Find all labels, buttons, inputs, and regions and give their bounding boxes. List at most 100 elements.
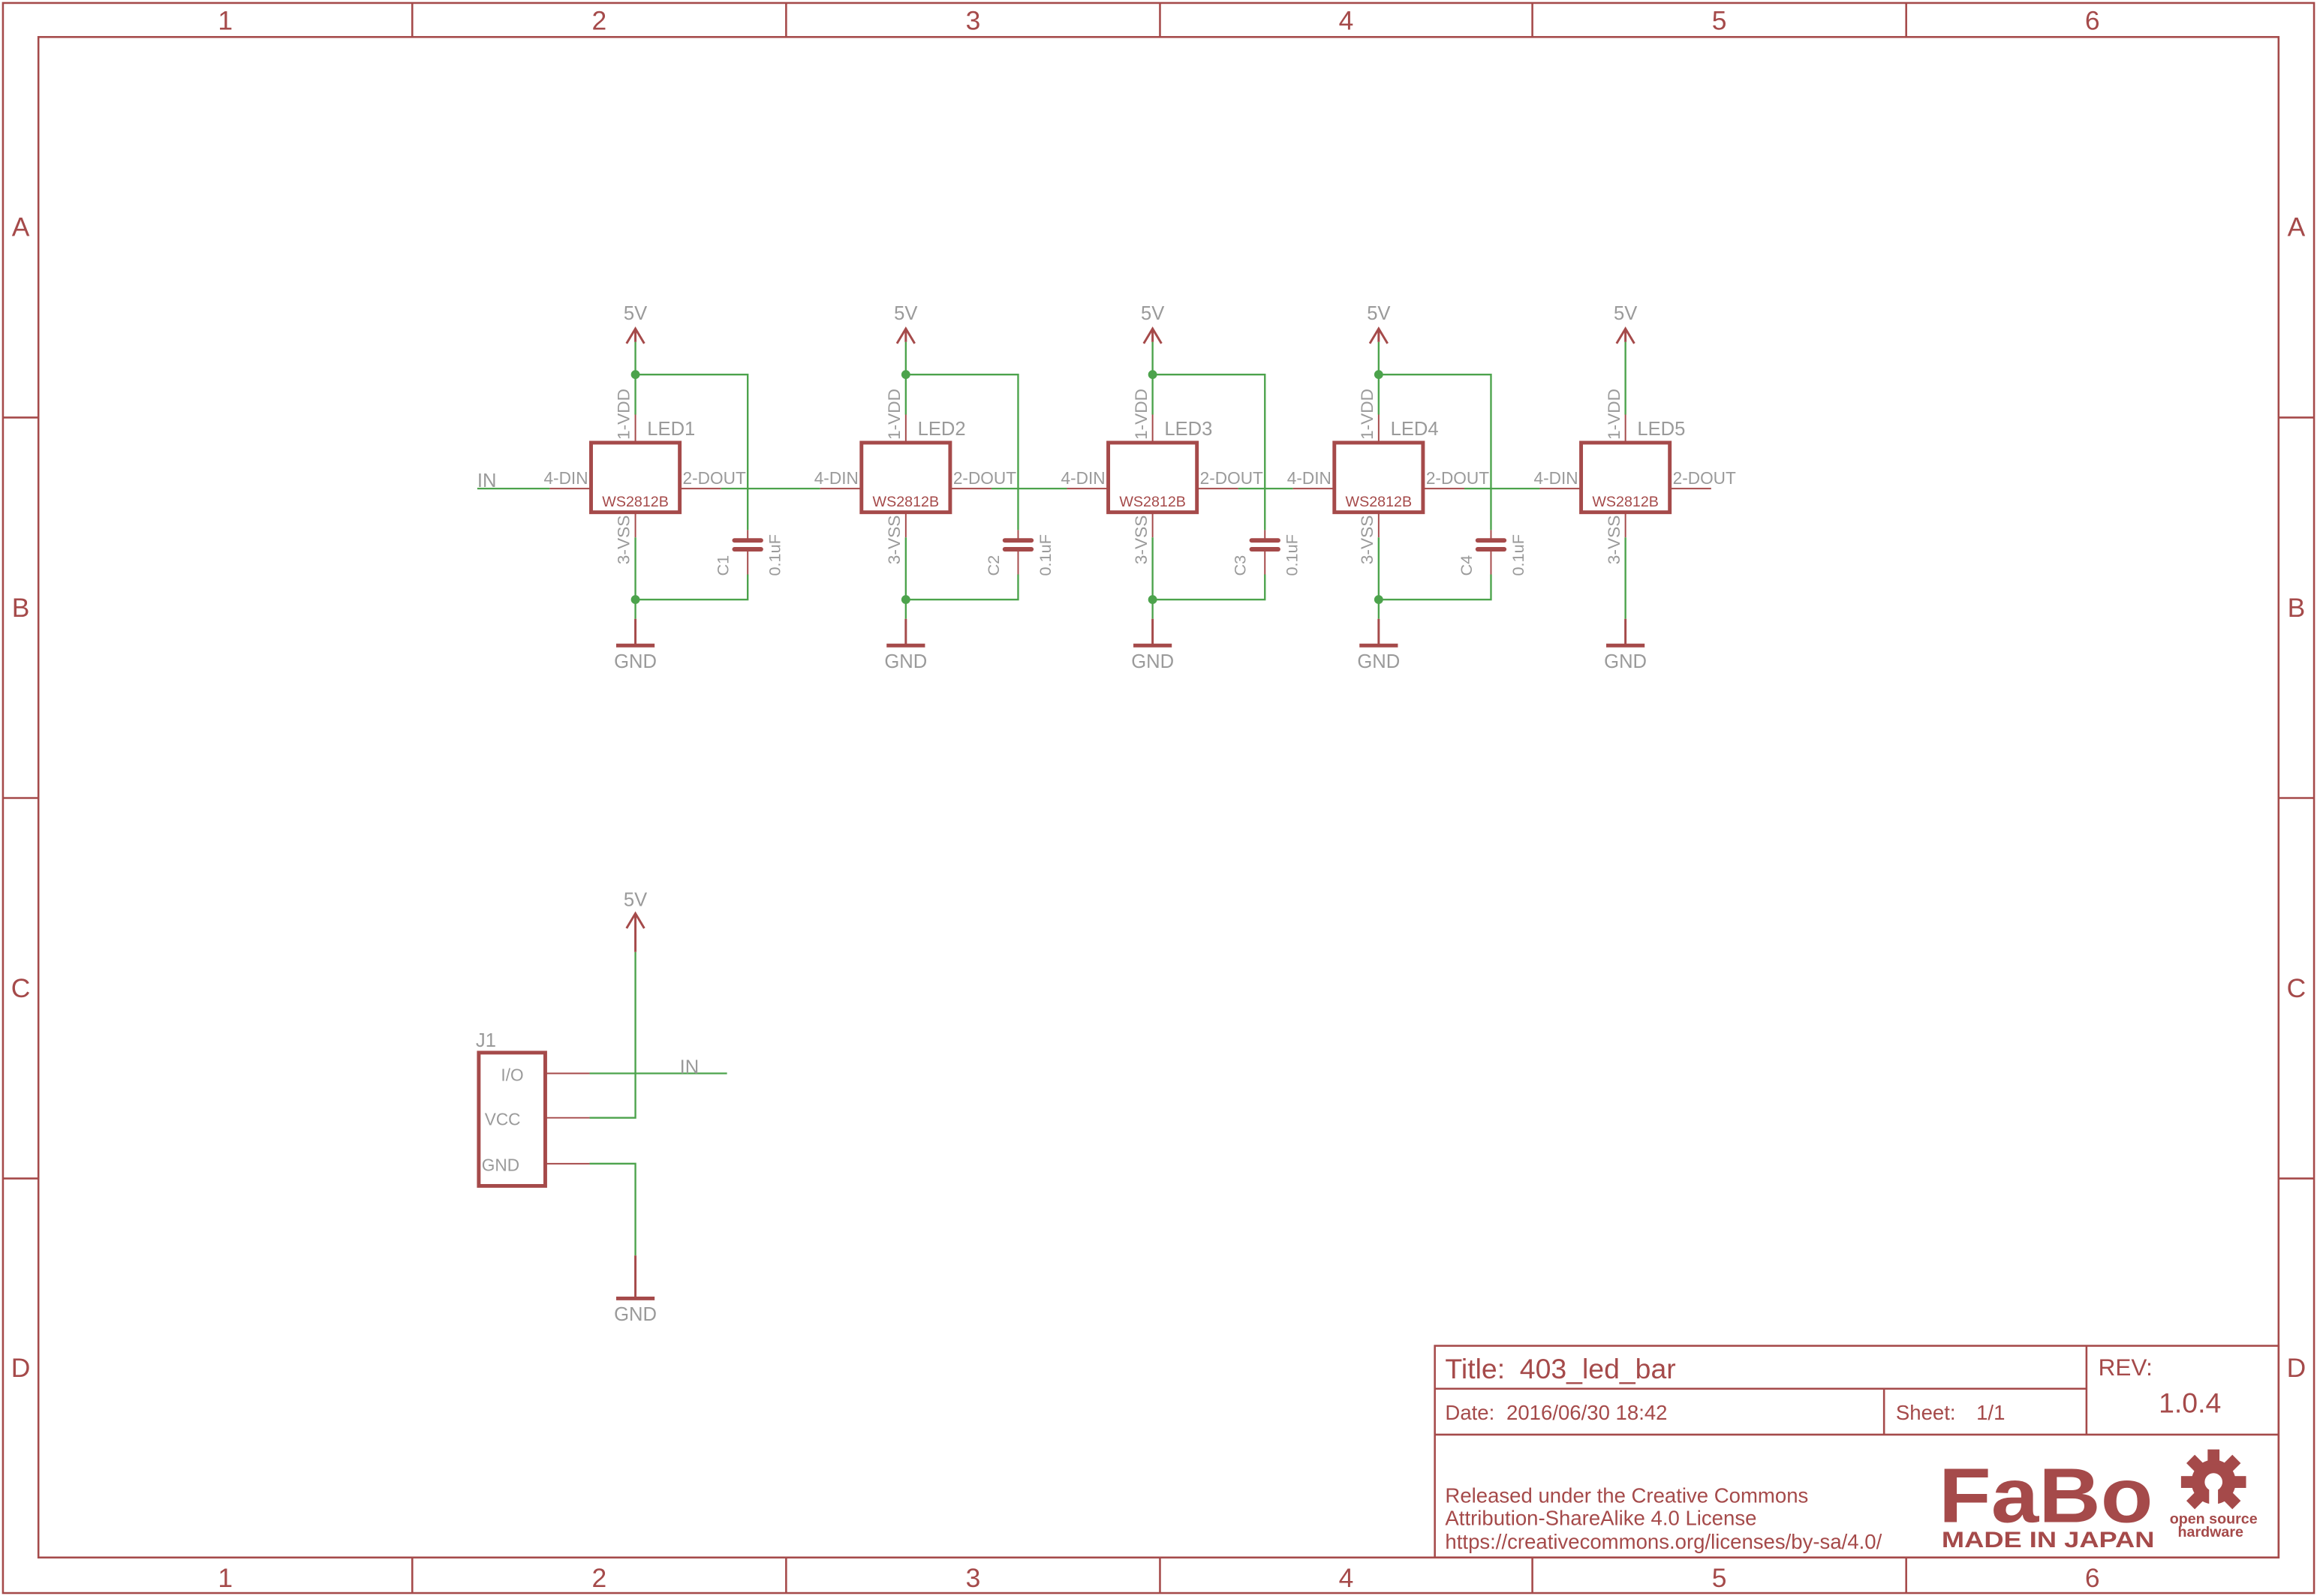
net-label-5v: 5V — [894, 303, 917, 324]
column-label: 2 — [591, 5, 606, 35]
cap-power-wire — [635, 374, 749, 530]
led-part-number: WS2812B — [1119, 494, 1186, 510]
pin-label-vss: 3-VSS — [884, 515, 904, 565]
pin-label-vdd: 1-VDD — [1131, 389, 1151, 440]
pin-label-din: 4-DIN — [1534, 468, 1578, 488]
rev-label: REV: — [2099, 1354, 2153, 1381]
pin-label-vss: 3-VSS — [1357, 515, 1377, 565]
led-part-number: WS2812B — [1346, 494, 1413, 510]
sheet-title: 403_led_bar — [1520, 1353, 1676, 1384]
connector-pin-vcc: VCC — [485, 1110, 521, 1129]
power-arrow-icon — [1142, 326, 1163, 344]
row-label: B — [2288, 593, 2306, 623]
junction-dot — [901, 595, 910, 605]
cap-value: 0.1uF — [1509, 534, 1527, 576]
pin-label-vdd: 1-VDD — [1604, 389, 1623, 440]
junction-dot — [901, 370, 910, 380]
cap-value: 0.1uF — [766, 534, 784, 576]
net-label-5v: 5V — [1141, 303, 1164, 324]
made-in-japan-text: MADE IN JAPAN — [1942, 1528, 2155, 1552]
led-body — [1106, 440, 1199, 515]
fabo-logo: FaBo MADE IN JAPAN — [1939, 1452, 2154, 1552]
led-reference: LED4 — [1391, 419, 1439, 440]
junction-dot — [630, 370, 640, 380]
net-label-in: IN — [680, 1056, 700, 1078]
license-url[interactable]: https://creativecommons.org/licenses/by-… — [1445, 1530, 1882, 1553]
junction-dot — [630, 595, 640, 605]
pin-label-din: 4-DIN — [814, 468, 859, 488]
rev-value: 1.0.4 — [2159, 1387, 2221, 1418]
cap-ground-wire — [1378, 574, 1492, 601]
pin-label-dout: 2-DOUT — [953, 468, 1016, 488]
cap-reference: C4 — [1457, 555, 1476, 576]
led-4[interactable]: 5V GND WS2812B LED4 4-DIN 2-DOUT 1-VDD 3-VSS C4 0… — [1238, 303, 1527, 672]
pin-label-din: 4-DIN — [543, 468, 588, 488]
net-label-gnd: GND — [884, 651, 927, 672]
row-label: C — [2287, 973, 2306, 1003]
column-label: 2 — [591, 1563, 606, 1593]
row-label: D — [11, 1353, 31, 1383]
sheet-label: Sheet: — [1896, 1401, 1956, 1424]
pin-label-vdd: 1-VDD — [614, 389, 633, 440]
junction-dot — [1148, 595, 1157, 605]
cap-ground-wire — [1152, 574, 1266, 601]
led-reference: LED3 — [1164, 419, 1212, 440]
pin-label-dout: 2-DOUT — [1426, 468, 1489, 488]
cap-ground-wire — [635, 574, 749, 601]
power-arrow-icon — [1368, 326, 1389, 344]
pin-label-dout: 2-DOUT — [1673, 468, 1736, 488]
pin-label-dout: 2-DOUT — [1200, 468, 1263, 488]
pin-label-vdd: 1-VDD — [1357, 389, 1377, 440]
led-body — [859, 440, 952, 515]
row-label: D — [2287, 1353, 2306, 1383]
cap-value: 0.1uF — [1283, 534, 1301, 576]
net-label-gnd: GND — [614, 1304, 657, 1325]
row-label: B — [12, 593, 30, 623]
column-label: 5 — [1712, 5, 1727, 35]
net-label-gnd: GND — [614, 651, 657, 672]
license-line-2: Attribution-ShareAlike 4.0 License — [1445, 1506, 1756, 1529]
column-label: 6 — [2085, 1563, 2100, 1593]
title-label: Title: — [1445, 1353, 1505, 1384]
cap-reference: C1 — [714, 555, 733, 576]
cap-value: 0.1uF — [1036, 534, 1055, 576]
svg-text:Title:403_led_bar: Title: 403_led_bar — [1445, 1353, 1675, 1384]
svg-text:Sheet:1/1: Sheet:1/1 — [1896, 1401, 2006, 1424]
connector-j1[interactable]: J1 I/O VCC GND 5V IN GND — [476, 890, 727, 1325]
net-label-5v: 5V — [624, 890, 647, 911]
net-label-gnd: GND — [1357, 651, 1400, 672]
net-label-5v: 5V — [624, 303, 647, 324]
led-body — [589, 440, 682, 515]
svg-text:Date:2016/06/30 18:42: Date:2016/06/30 18:42 — [1445, 1401, 1667, 1424]
fabo-logo-text: FaBo — [1939, 1452, 2153, 1538]
pin-label-vss: 3-VSS — [1604, 515, 1623, 565]
net-label-gnd: GND — [1131, 651, 1174, 672]
gear-icon — [2180, 1449, 2246, 1510]
net-label-gnd: GND — [1604, 651, 1647, 672]
connector-pin-gnd: GND — [482, 1156, 519, 1175]
cap-reference: C2 — [984, 555, 1003, 576]
pin-label-din: 4-DIN — [1287, 468, 1332, 488]
led-body — [1579, 440, 1672, 515]
column-label: 6 — [2085, 5, 2100, 35]
pin-label-vss: 3-VSS — [614, 515, 633, 565]
power-arrow-icon — [895, 326, 916, 344]
led-part-number: WS2812B — [602, 494, 669, 510]
pin-label-vdd: 1-VDD — [884, 389, 904, 440]
led-part-number: WS2812B — [873, 494, 940, 510]
cap-power-wire — [905, 374, 1019, 530]
net-label-5v: 5V — [1367, 303, 1390, 324]
column-label: 1 — [218, 5, 233, 35]
cap-ground-wire — [905, 574, 1019, 601]
column-label: 1 — [218, 1563, 233, 1593]
net-label-in: IN — [477, 470, 497, 491]
net-label-5v: 5V — [1614, 303, 1637, 324]
